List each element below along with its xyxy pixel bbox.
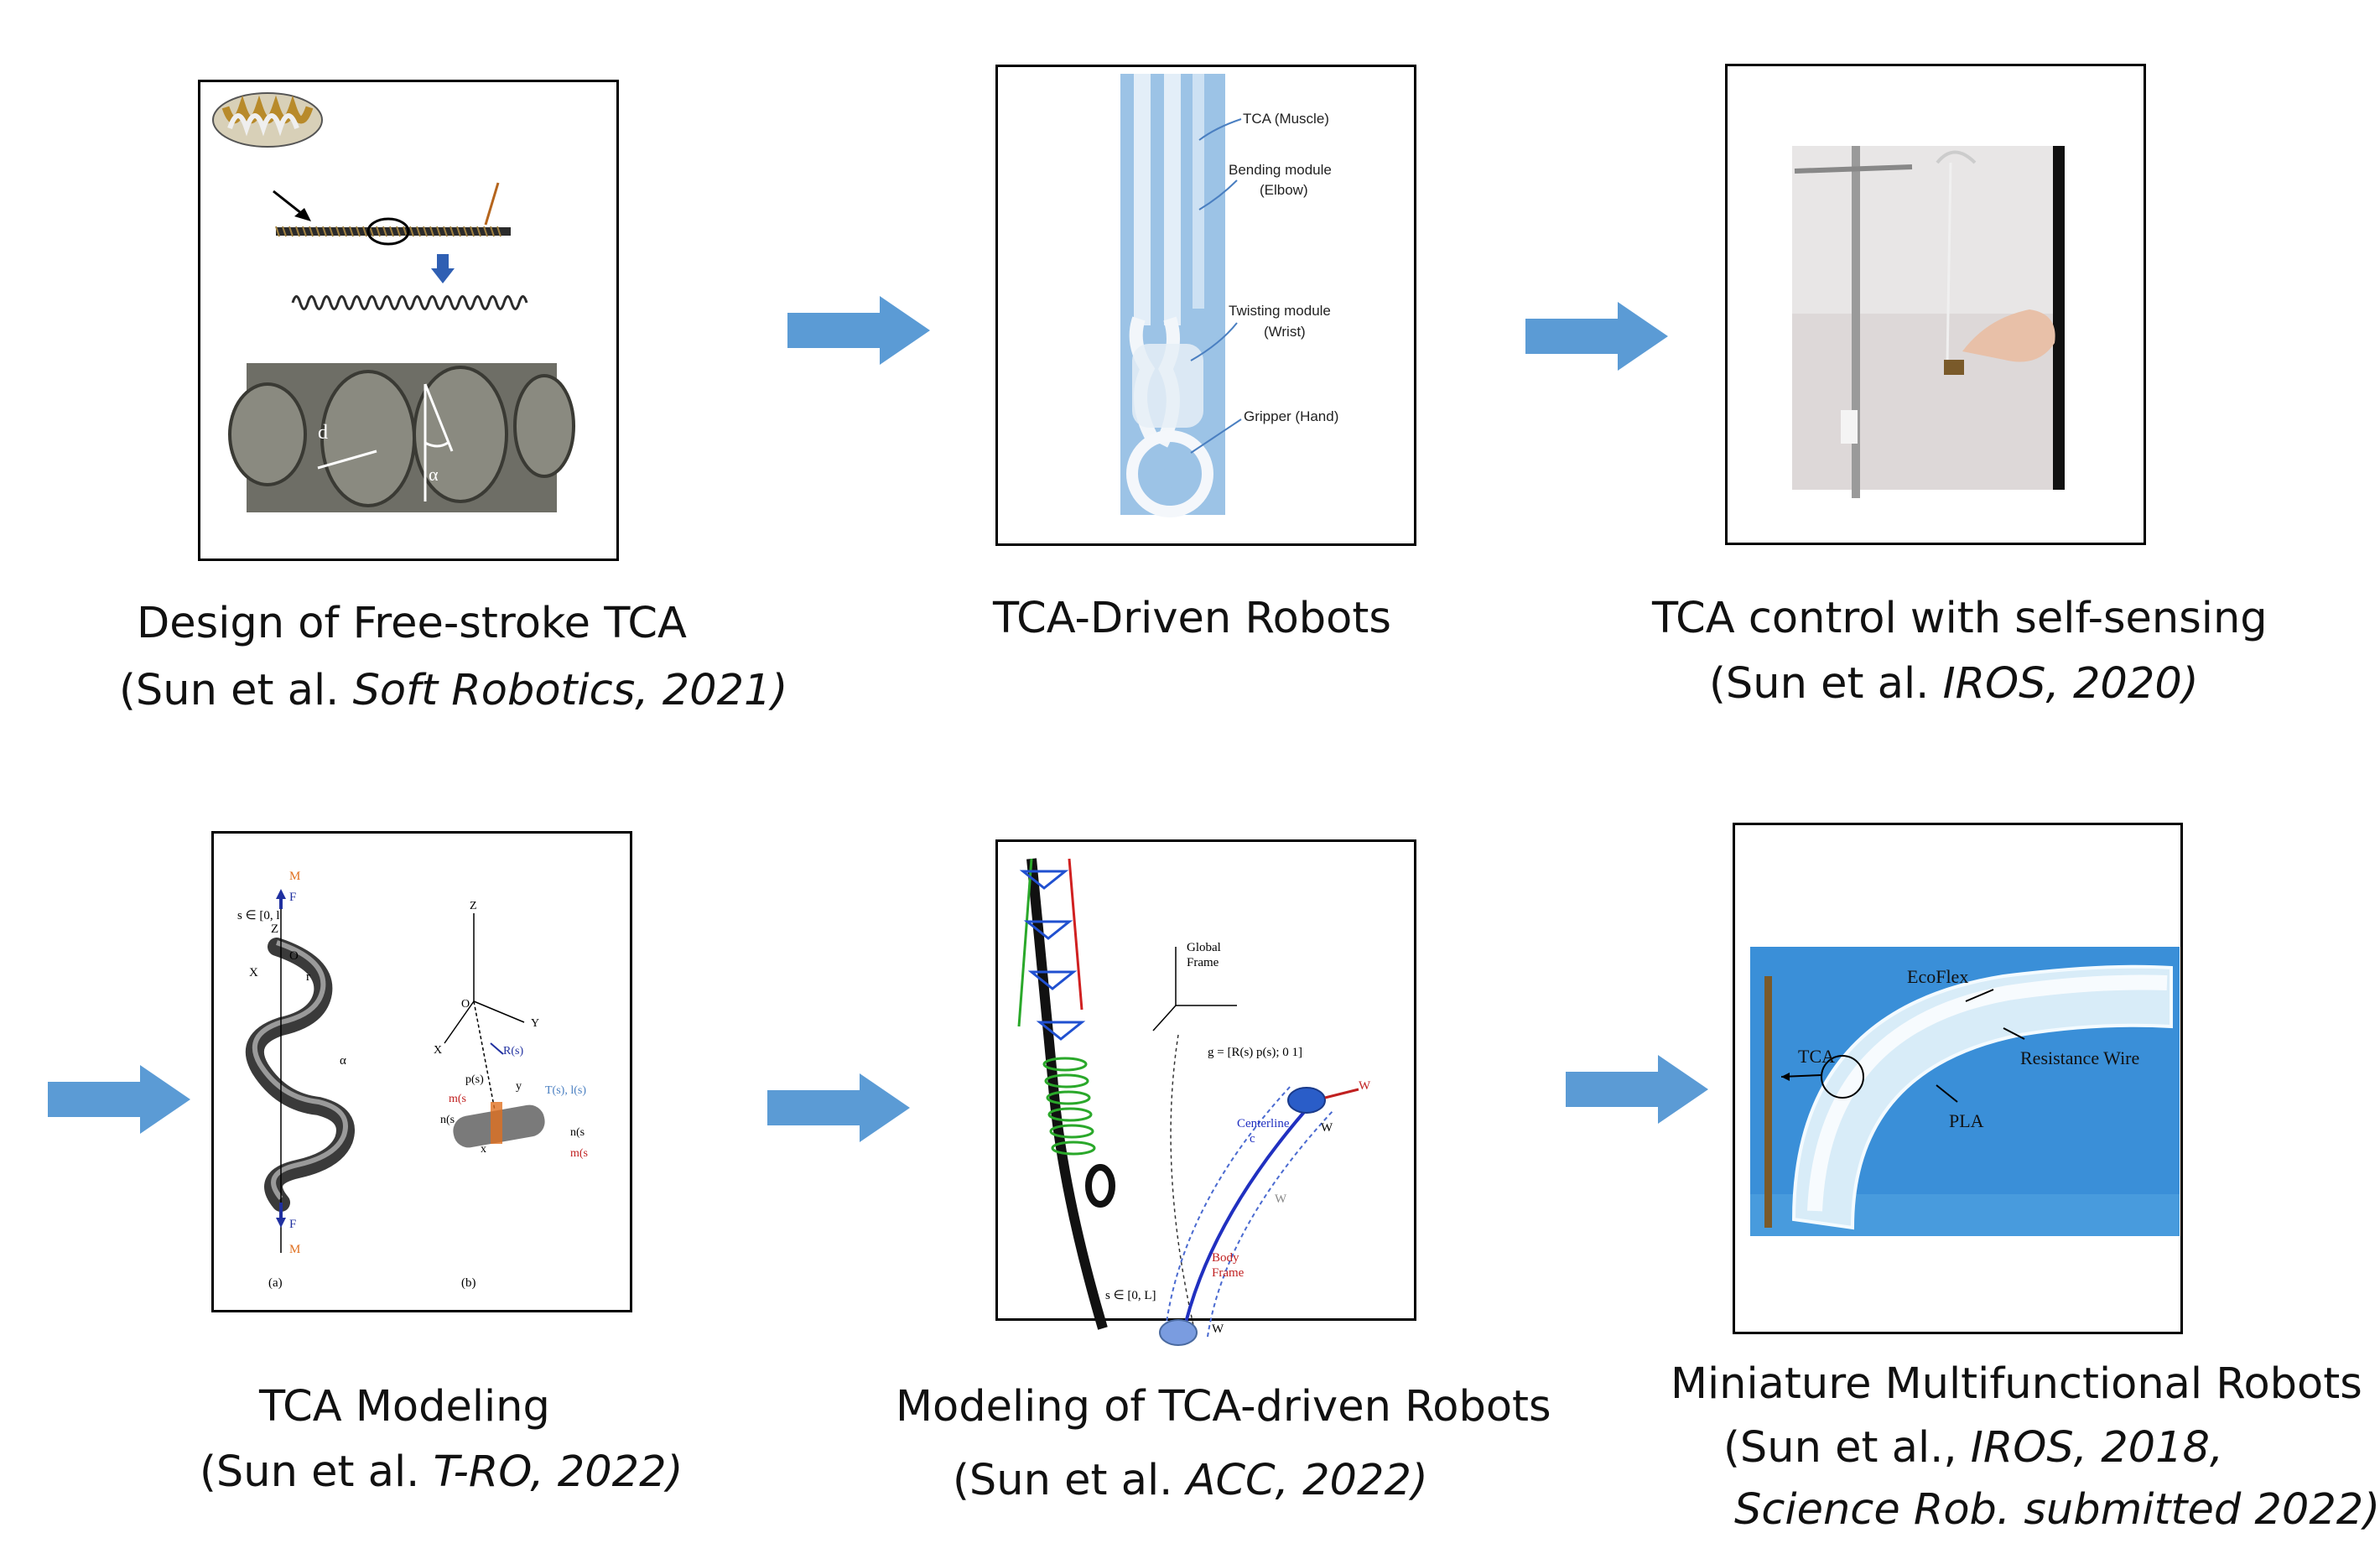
caption-robot-modeling: Modeling of TCA-driven Robots [896, 1385, 1551, 1428]
label-global-frame: Frame [1187, 956, 1219, 969]
label-tca: TCA [1798, 1046, 1835, 1067]
flow-arrow-5 [1566, 1055, 1708, 1124]
citation-prefix: (Sun et al. [200, 1447, 434, 1497]
panel-tca-driven-robots: TCA (Muscle) Bending module (Elbow) Twis… [995, 65, 1416, 546]
label-X-b: X [434, 1044, 442, 1057]
label-Ts: T(s), l(s) [545, 1084, 586, 1097]
label-Fe-bottom: F [289, 1218, 296, 1231]
label-x: x [481, 1143, 486, 1156]
citation-venue-2: Science Rob. submitted 2022) [1734, 1485, 2380, 1535]
tca-modeling-diagram: s ∈ [0, l Z X O r α F M F M (a) (b) Z [237, 870, 588, 1290]
miniature-robot-photo: EcoFlex TCA Resistance Wire PLA [1750, 947, 2180, 1236]
label-X: X [249, 966, 258, 979]
label-n-sb: n(s [570, 1126, 585, 1139]
label-wext: W [1359, 1079, 1371, 1093]
diameter-label: d [318, 422, 328, 444]
citation-venue: Soft Robotics, 2021) [352, 666, 788, 715]
label-ecoflex: EcoFlex [1907, 966, 1968, 987]
label-O: O [289, 949, 299, 963]
label-O-b: O [461, 998, 470, 1011]
caption-robot-modeling-citation: (Sun et al. ACC, 2022) [953, 1459, 1428, 1502]
label-Fe-top: F [289, 891, 296, 904]
label-m-sb: m(s [570, 1147, 588, 1160]
panel-free-stroke-tca: d α [198, 80, 619, 561]
label-twisting-module: Twisting module [1229, 303, 1331, 319]
caption-title: TCA-Driven Robots [993, 594, 1391, 643]
label-c: c [1250, 1132, 1255, 1146]
citation-prefix: (Sun et al. [119, 666, 353, 715]
label-wrist: (Wrist) [1264, 324, 1306, 340]
caption-tca-driven-robots: TCA-Driven Robots [993, 597, 1391, 640]
label-Rs: R(s) [503, 1045, 523, 1057]
caption-miniature-robots-citation-line3: Science Rob. submitted 2022) [1734, 1489, 2380, 1531]
caption-title: TCA control with self-sensing [1652, 594, 2268, 643]
citation-venue: T-RO, 2022) [433, 1447, 683, 1497]
label-s-range: s ∈ [0, l [237, 909, 280, 922]
label-gripper: Gripper (Hand) [1244, 408, 1338, 424]
tca-design-illustration: d α [212, 92, 575, 512]
caption-tca-control: TCA control with self-sensing [1652, 597, 2268, 640]
label-alpha: α [340, 1054, 346, 1068]
panel-robot-modeling: Global Frame g = [R(s) p(s); 0 1] Center… [995, 839, 1416, 1346]
label-s-range-L: s ∈ [0, L] [1105, 1289, 1156, 1302]
citation-venue: ACC, 2022) [1186, 1456, 1428, 1505]
label-body-frame: Frame [1212, 1266, 1245, 1280]
label-r: r [306, 970, 310, 984]
citation-prefix: (Sun et al. [1709, 659, 1943, 709]
caption-free-stroke-citation: (Sun et al. Soft Robotics, 2021) [119, 669, 787, 712]
label-elbow: (Elbow) [1260, 182, 1308, 198]
caption-tca-modeling-citation: (Sun et al. T-RO, 2022) [200, 1451, 683, 1494]
label-ps: p(s) [465, 1073, 484, 1086]
label-bending-module: Bending module [1229, 162, 1332, 178]
caption-free-stroke-tca: Design of Free-stroke TCA [137, 602, 687, 645]
citation-venue: IROS, 2018, [1970, 1423, 2224, 1473]
label-pla: PLA [1949, 1110, 1984, 1131]
caption-miniature-robots: Miniature Multifunctional Robots [1671, 1363, 2362, 1406]
caption-title: Modeling of TCA-driven Robots [896, 1382, 1551, 1432]
caption-miniature-robots-citation: (Sun et al., IROS, 2018, [1723, 1426, 2223, 1469]
label-global: Global [1187, 941, 1221, 954]
caption-tca-modeling: TCA Modeling [259, 1385, 550, 1428]
label-m-s0: m(s [449, 1093, 466, 1105]
label-wa-l: W [1321, 1121, 1333, 1135]
label-Z-b: Z [470, 900, 477, 912]
label-tca-muscle: TCA (Muscle) [1243, 111, 1329, 127]
caption-title: TCA Modeling [259, 1382, 550, 1432]
flow-arrow-3 [48, 1065, 190, 1134]
label-g-matrix: g = [R(s) p(s); 0 1] [1208, 1046, 1302, 1059]
label-wa-s: W [1275, 1192, 1287, 1206]
label-Z: Z [271, 922, 278, 936]
label-Y-b: Y [531, 1017, 539, 1030]
robot-modeling-diagram: Global Frame g = [R(s) p(s); 0 1] Center… [1017, 858, 1371, 1346]
label-y: y [516, 1080, 522, 1093]
label-b: (b) [461, 1276, 476, 1290]
flow-arrow-1 [787, 296, 930, 365]
label-resistance-wire: Resistance Wire [2020, 1047, 2139, 1068]
panel-tca-control [1725, 64, 2146, 545]
citation-venue: IROS, 2020) [1942, 659, 2199, 709]
flow-arrow-4 [767, 1073, 910, 1142]
label-Mc-bottom: M [289, 1243, 300, 1256]
label-a: (a) [268, 1276, 283, 1290]
label-centerline: Centerline [1237, 1117, 1290, 1130]
robot-arm-photo: TCA (Muscle) Bending module (Elbow) Twis… [1120, 74, 1338, 517]
caption-title: Design of Free-stroke TCA [137, 599, 687, 648]
caption-title: Miniature Multifunctional Robots [1671, 1359, 2362, 1409]
panel-miniature-robots: EcoFlex TCA Resistance Wire PLA [1733, 823, 2183, 1334]
angle-label: α [429, 464, 439, 485]
citation-prefix: (Sun et al., [1723, 1423, 1971, 1473]
control-experiment-photo [1792, 146, 2065, 498]
caption-tca-control-citation: (Sun et al. IROS, 2020) [1709, 662, 2199, 705]
citation-prefix: (Sun et al. [953, 1456, 1187, 1505]
panel-tca-modeling: s ∈ [0, l Z X O r α F M F M (a) (b) Z [211, 831, 632, 1312]
label-wa-0: W [1212, 1322, 1224, 1336]
flow-arrow-2 [1525, 302, 1668, 371]
label-Mc-top: M [289, 870, 300, 883]
label-body: Body [1212, 1251, 1239, 1265]
label-n-s0: n(s [440, 1114, 455, 1126]
